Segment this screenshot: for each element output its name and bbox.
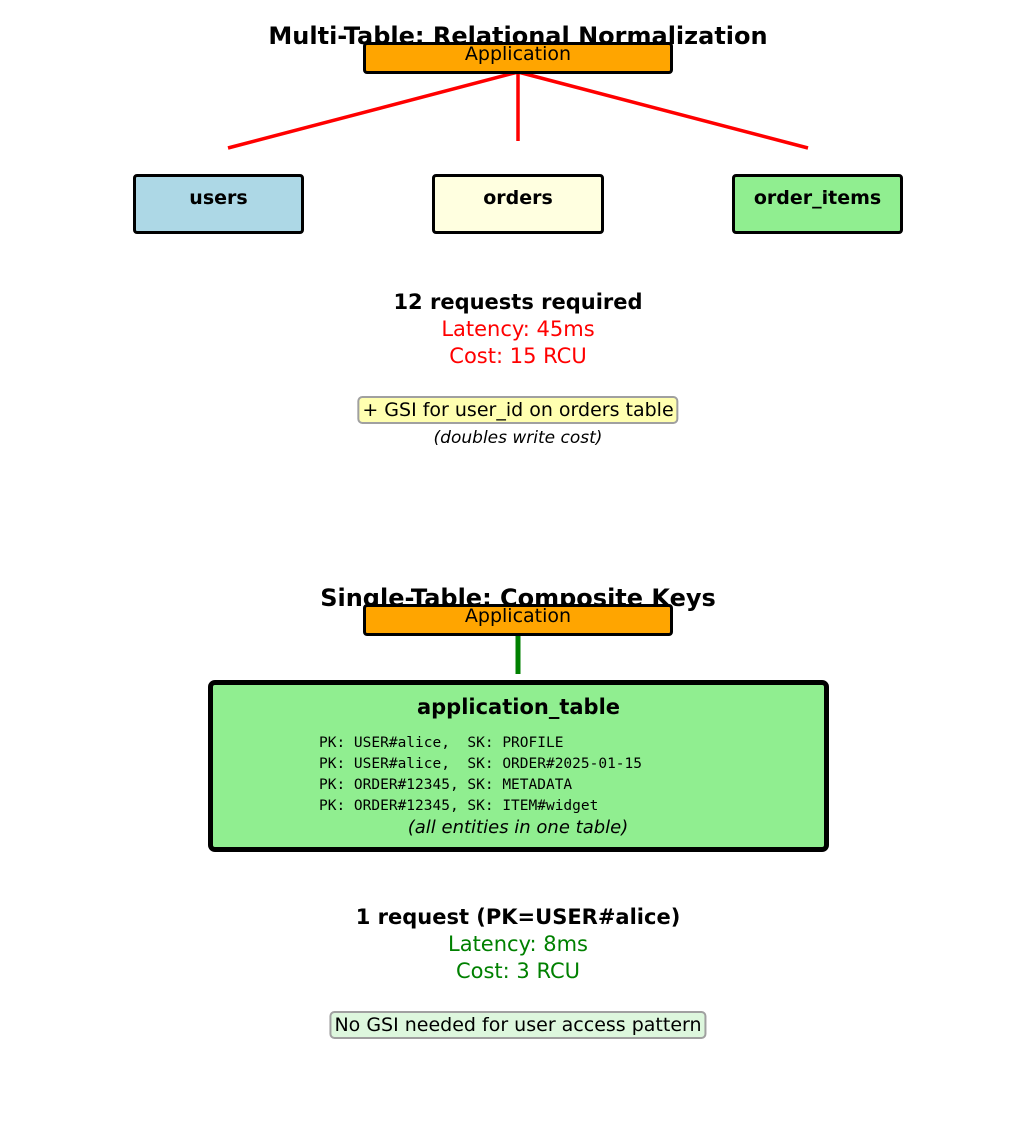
key-row: PK: USER#alice, SK: PROFILE [319,735,564,751]
arrow-to-order-items [517,70,809,150]
application-table-note: (all entities in one table) [407,817,629,838]
application-table-name: application_table [416,695,621,719]
no-gsi-note: No GSI needed for user access pattern [329,1011,707,1039]
key-row: PK: ORDER#12345, SK: METADATA [319,777,573,793]
key-list: PK: USER#alice, SK: PROFILE PK: USER#ali… [319,733,642,817]
multi-latency: Latency: 45ms [441,317,595,341]
table-orders: orders [432,174,604,234]
multi-cost: Cost: 15 RCU [449,344,587,368]
table-order-items: order_items [732,174,903,234]
key-row: PK: ORDER#12345, SK: ITEM#widget [319,798,599,814]
application-table-box: application_table PK: USER#alice, SK: PR… [208,680,829,852]
single-latency: Latency: 8ms [448,932,588,956]
single-cost: Cost: 3 RCU [455,959,581,983]
single-requests-count: 1 request (PK=USER#alice) [355,905,681,929]
table-users: users [133,174,304,234]
key-row: PK: USER#alice, SK: ORDER#2025-01-15 [319,756,643,772]
multi-application-box: Application [363,42,673,74]
gsi-subnote: (doubles write cost) [433,428,603,448]
gsi-note: + GSI for user_id on orders table [357,396,679,424]
single-application-box: Application [363,604,673,636]
arrow-to-users [227,70,519,150]
multi-requests-count: 12 requests required [393,290,643,314]
